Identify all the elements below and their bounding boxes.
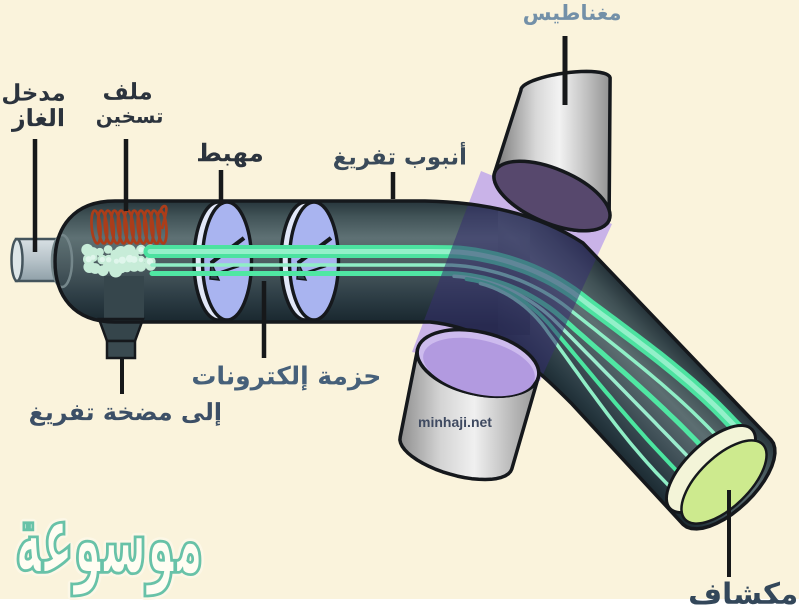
svg-text:minhaji.net: minhaji.net — [418, 414, 492, 430]
